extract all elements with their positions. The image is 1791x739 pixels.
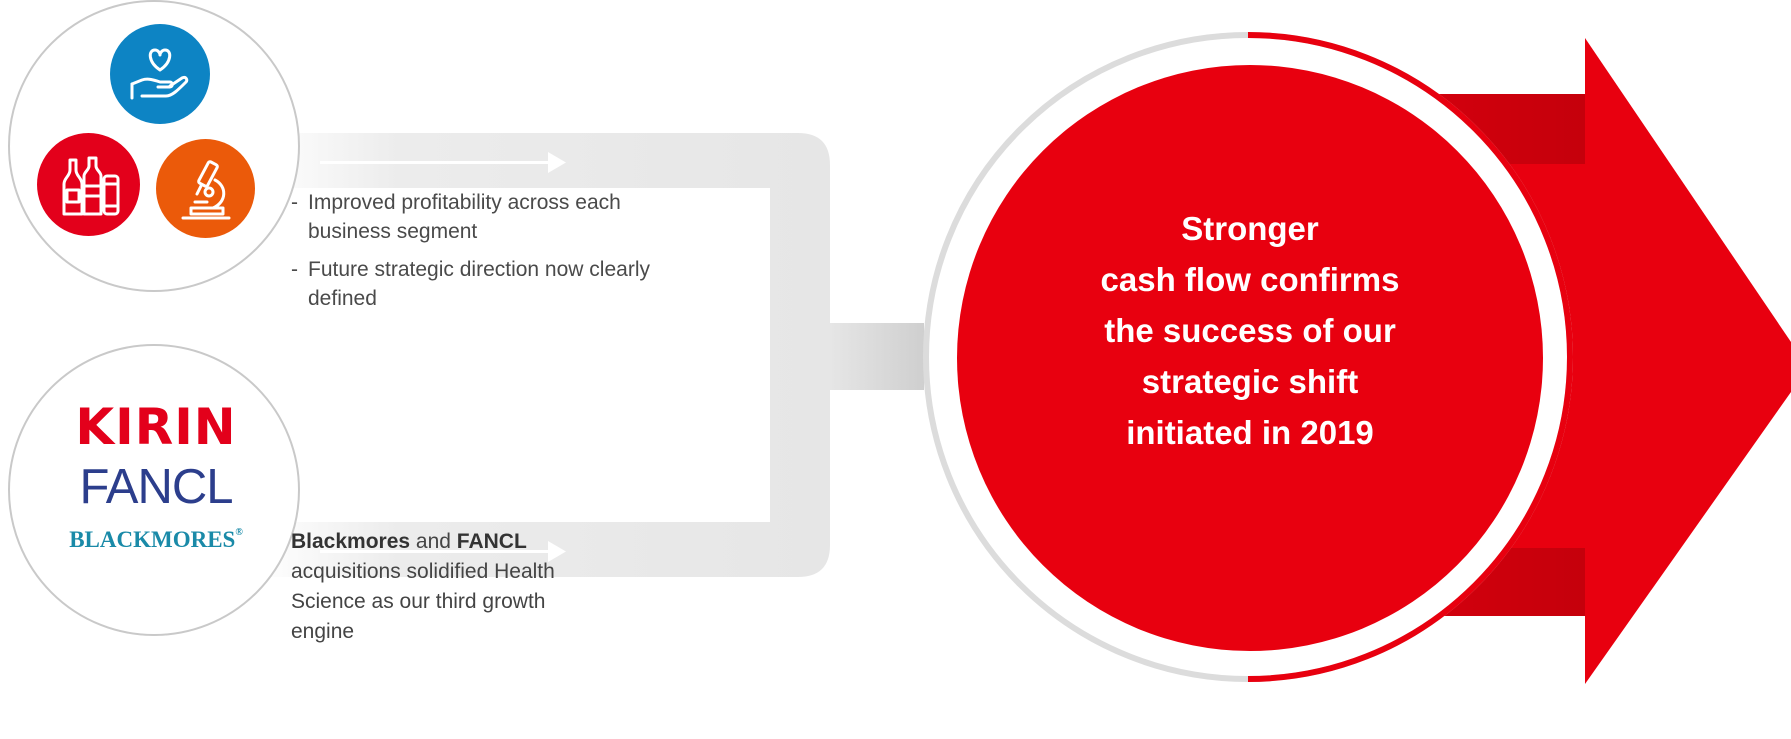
main-red-circle [957, 65, 1543, 651]
main-message-line: initiated in 2019 [1126, 414, 1374, 451]
acquisition-text: Blackmores and FANCL acquisitions solidi… [291, 530, 555, 643]
bracket-shape [255, 133, 830, 577]
acquisition-brand-fancl: FANCL [456, 530, 527, 553]
top-small-arrow [320, 152, 566, 173]
main-message-line: the success of our [1104, 312, 1396, 349]
fancl-logo: FANCL [56, 459, 256, 515]
brands-circle [8, 344, 300, 636]
registered-mark: ® [235, 527, 243, 538]
main-message-line: cash flow confirms [1100, 261, 1400, 298]
main-message-line: strategic shift [1141, 363, 1359, 400]
hand-heart-icon [130, 48, 189, 100]
kirin-logo: KIRIN [75, 398, 237, 456]
beverage-badge [37, 133, 140, 236]
bullet-item: - Improved profitability across each bus… [291, 191, 621, 243]
beverages-icon [62, 156, 119, 215]
main-message-line: Stronger [1181, 210, 1319, 247]
pharmaceuticals-badge [156, 139, 255, 238]
microscope-icon [181, 159, 230, 219]
outer-ring-accent [1247, 32, 1573, 682]
blackmores-logo-text: BLACKMORES [69, 527, 236, 552]
bottom-small-arrow [320, 541, 566, 562]
improvement-bullets: - Improved profitability across each bus… [291, 188, 671, 322]
bullet-item: - Future strategic direction now clearly… [291, 258, 650, 310]
main-message: Stronger cash flow confirms the success … [1035, 203, 1465, 458]
blackmores-logo: BLACKMORES® [56, 527, 256, 553]
health-science-badge [110, 24, 210, 124]
fancl-logo-text: FANCL [79, 460, 234, 514]
acquisition-brand-blackmores: Blackmores [291, 530, 411, 553]
bracket-stub [829, 323, 924, 390]
